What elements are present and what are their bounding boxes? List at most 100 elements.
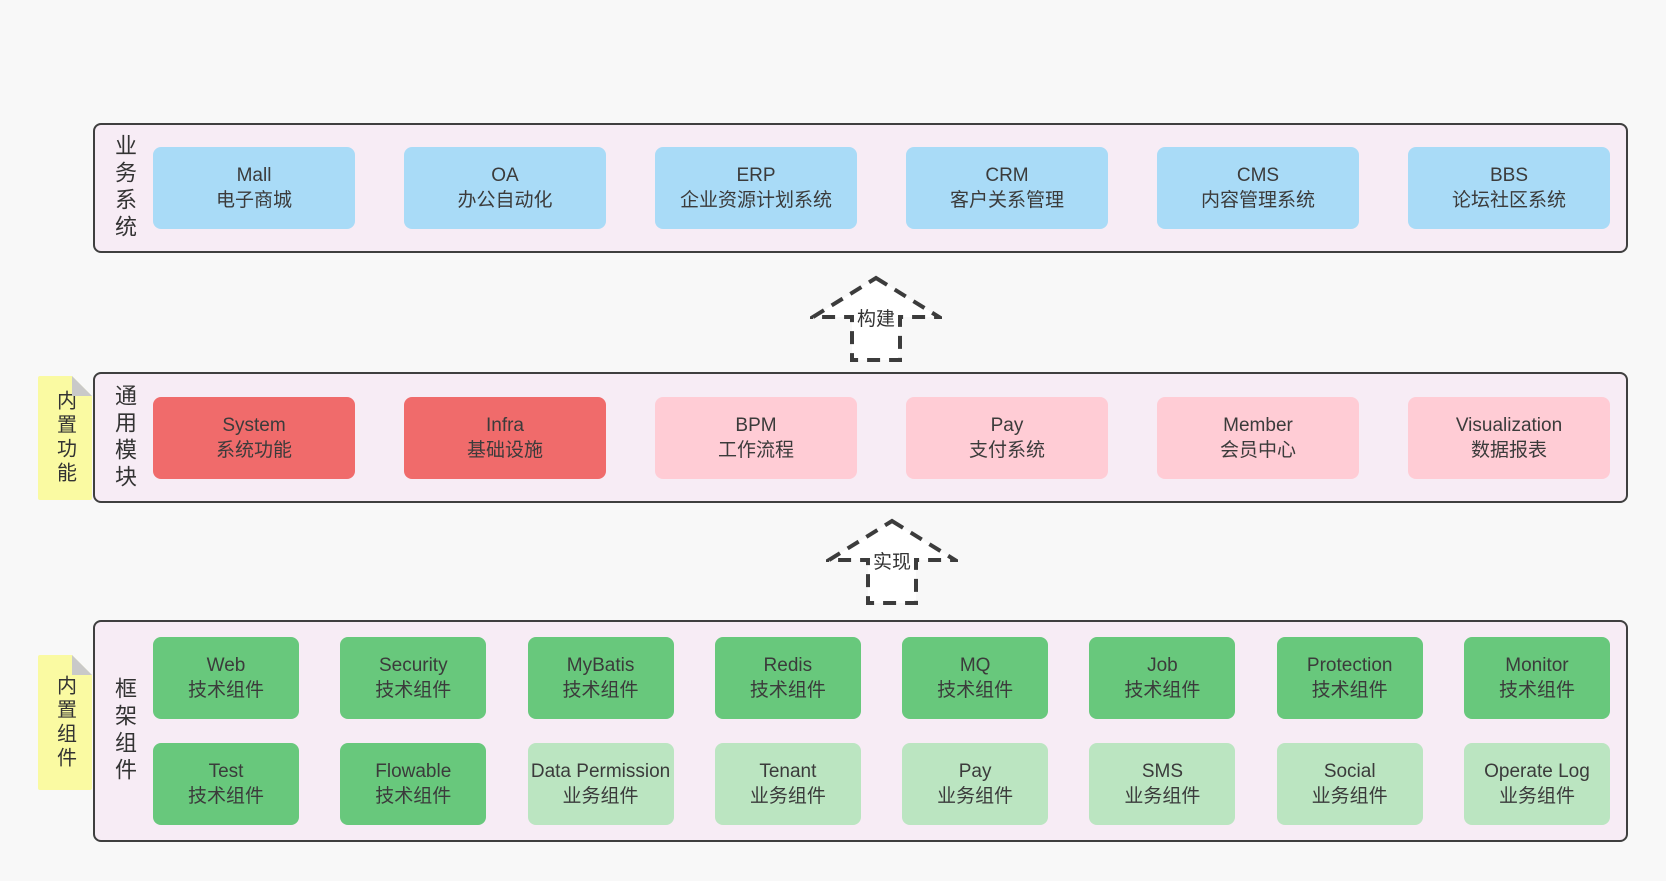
box-subtitle: 业务组件 bbox=[1311, 786, 1388, 807]
box-subtitle: 业务组件 bbox=[1124, 786, 1201, 807]
box-subtitle: 业务组件 bbox=[749, 786, 826, 807]
box-title: Redis bbox=[763, 655, 813, 676]
box-redis: Redis 技术组件 bbox=[714, 637, 861, 719]
box-subtitle: 技术组件 bbox=[1498, 680, 1575, 701]
box-title: CRM bbox=[985, 165, 1029, 186]
box-system: System 系统功能 bbox=[153, 396, 355, 479]
box-subtitle: 技术组件 bbox=[562, 680, 639, 701]
box-subtitle: 技术组件 bbox=[187, 680, 264, 701]
box-title: Monitor bbox=[1505, 655, 1569, 676]
box-title: BPM bbox=[735, 414, 777, 436]
box-security: Security 技术组件 bbox=[340, 637, 487, 719]
common-modules-row: System 系统功能 Infra 基础设施 BPM 工作流程 Pay 支付系统… bbox=[153, 374, 1626, 501]
layer-label-business-systems: 业务系统 bbox=[112, 134, 137, 242]
arrow-build: 构建 bbox=[810, 275, 942, 363]
box-title: Member bbox=[1223, 414, 1293, 436]
box-subtitle: 电子商城 bbox=[215, 190, 292, 211]
layer-label-framework-components: 框架组件 bbox=[112, 677, 137, 785]
box-title: Flowable bbox=[375, 761, 452, 782]
box-mq: MQ 技术组件 bbox=[902, 637, 1049, 719]
box-infra: Infra 基础设施 bbox=[404, 396, 606, 479]
arrow-build-label: 构建 bbox=[853, 303, 899, 332]
box-title: Test bbox=[208, 761, 244, 782]
box-oa: OA 办公自动化 bbox=[404, 147, 606, 229]
box-mybatis: MyBatis 技术组件 bbox=[527, 637, 674, 719]
box-subtitle: 技术组件 bbox=[375, 680, 452, 701]
box-protection: Protection 技术组件 bbox=[1276, 637, 1423, 719]
box-subtitle: 技术组件 bbox=[937, 680, 1014, 701]
box-subtitle: 技术组件 bbox=[375, 786, 452, 807]
box-bpm: BPM 工作流程 bbox=[655, 396, 857, 479]
box-title: Data Permission bbox=[530, 761, 671, 782]
box-sms: SMS 业务组件 bbox=[1089, 743, 1236, 825]
box-subtitle: 企业资源计划系统 bbox=[679, 190, 832, 211]
layer-business-systems: 业务系统 Mall 电子商城 OA 办公自动化 ERP 企业资源计划系统 CRM… bbox=[93, 123, 1628, 253]
box-title: Visualization bbox=[1455, 414, 1563, 436]
box-title: Web bbox=[206, 655, 246, 676]
box-title: MQ bbox=[959, 655, 991, 676]
box-web: Web 技术组件 bbox=[153, 637, 299, 719]
box-test: Test 技术组件 bbox=[153, 743, 299, 825]
layer-label-common-modules: 通用模块 bbox=[112, 383, 137, 492]
box-monitor: Monitor 技术组件 bbox=[1463, 637, 1610, 719]
box-title: BBS bbox=[1489, 165, 1529, 186]
box-erp: ERP 企业资源计划系统 bbox=[655, 147, 857, 229]
box-subtitle: 业务组件 bbox=[1498, 786, 1575, 807]
box-title: Protection bbox=[1306, 655, 1393, 676]
sticky-note-built-in-features: 内置功能 bbox=[38, 376, 92, 500]
box-subtitle: 会员中心 bbox=[1219, 439, 1296, 461]
box-subtitle: 系统功能 bbox=[215, 439, 292, 461]
box-title: SMS bbox=[1141, 761, 1183, 782]
arrow-implement: 实现 bbox=[826, 518, 958, 606]
box-subtitle: 技术组件 bbox=[1311, 680, 1388, 701]
box-cms: CMS 内容管理系统 bbox=[1157, 147, 1359, 229]
box-subtitle: 技术组件 bbox=[1124, 680, 1201, 701]
box-title: ERP bbox=[736, 165, 776, 186]
box-title: Operate Log bbox=[1484, 761, 1590, 782]
box-title: Tenant bbox=[759, 761, 817, 782]
box-job: Job 技术组件 bbox=[1089, 637, 1236, 719]
arrow-implement-label: 实现 bbox=[869, 546, 915, 575]
box-subtitle: 业务组件 bbox=[937, 786, 1014, 807]
box-tenant: Tenant 业务组件 bbox=[714, 743, 861, 825]
box-title: Job bbox=[1147, 655, 1178, 676]
box-subtitle: 论坛社区系统 bbox=[1451, 190, 1566, 211]
box-title: OA bbox=[491, 165, 519, 186]
box-title: MyBatis bbox=[566, 655, 635, 676]
box-bbs: BBS 论坛社区系统 bbox=[1408, 147, 1610, 229]
box-pay-biz: Pay 业务组件 bbox=[902, 743, 1049, 825]
box-subtitle: 工作流程 bbox=[717, 439, 794, 461]
business-systems-row: Mall 电子商城 OA 办公自动化 ERP 企业资源计划系统 CRM 客户关系… bbox=[153, 125, 1626, 251]
framework-components-grid: Web 技术组件 Security 技术组件 MyBatis 技术组件 Redi… bbox=[153, 622, 1626, 840]
box-subtitle: 业务组件 bbox=[562, 786, 639, 807]
box-subtitle: 办公自动化 bbox=[457, 190, 553, 211]
box-visualization: Visualization 数据报表 bbox=[1408, 396, 1610, 479]
box-title: Pay bbox=[990, 414, 1024, 436]
box-title: Security bbox=[378, 655, 448, 676]
box-flowable: Flowable 技术组件 bbox=[340, 743, 487, 825]
box-subtitle: 内容管理系统 bbox=[1200, 190, 1315, 211]
box-subtitle: 数据报表 bbox=[1470, 439, 1547, 461]
tech-components-row: Web 技术组件 Security 技术组件 MyBatis 技术组件 Redi… bbox=[153, 637, 1610, 719]
layer-common-modules: 通用模块 System 系统功能 Infra 基础设施 BPM 工作流程 Pay… bbox=[93, 372, 1628, 503]
box-member: Member 会员中心 bbox=[1157, 396, 1359, 479]
box-crm: CRM 客户关系管理 bbox=[906, 147, 1108, 229]
box-title: Social bbox=[1323, 761, 1376, 782]
box-title: CMS bbox=[1236, 165, 1280, 186]
box-subtitle: 支付系统 bbox=[968, 439, 1045, 461]
box-subtitle: 客户关系管理 bbox=[949, 190, 1064, 211]
box-operate-log: Operate Log 业务组件 bbox=[1463, 743, 1610, 825]
box-social: Social 业务组件 bbox=[1276, 743, 1423, 825]
biz-components-row: Test 技术组件 Flowable 技术组件 Data Permission … bbox=[153, 743, 1610, 825]
box-data-permission: Data Permission 业务组件 bbox=[527, 743, 674, 825]
box-subtitle: 基础设施 bbox=[466, 439, 543, 461]
box-title: Infra bbox=[485, 414, 525, 436]
box-subtitle: 技术组件 bbox=[749, 680, 826, 701]
box-title: System bbox=[222, 414, 286, 436]
box-pay: Pay 支付系统 bbox=[906, 396, 1108, 479]
box-mall: Mall 电子商城 bbox=[153, 147, 355, 229]
box-subtitle: 技术组件 bbox=[187, 786, 264, 807]
sticky-note-built-in-components: 内置组件 bbox=[38, 655, 92, 790]
box-title: Pay bbox=[958, 761, 992, 782]
layer-framework-components: 框架组件 Web 技术组件 Security 技术组件 MyBatis 技术组件… bbox=[93, 620, 1628, 842]
